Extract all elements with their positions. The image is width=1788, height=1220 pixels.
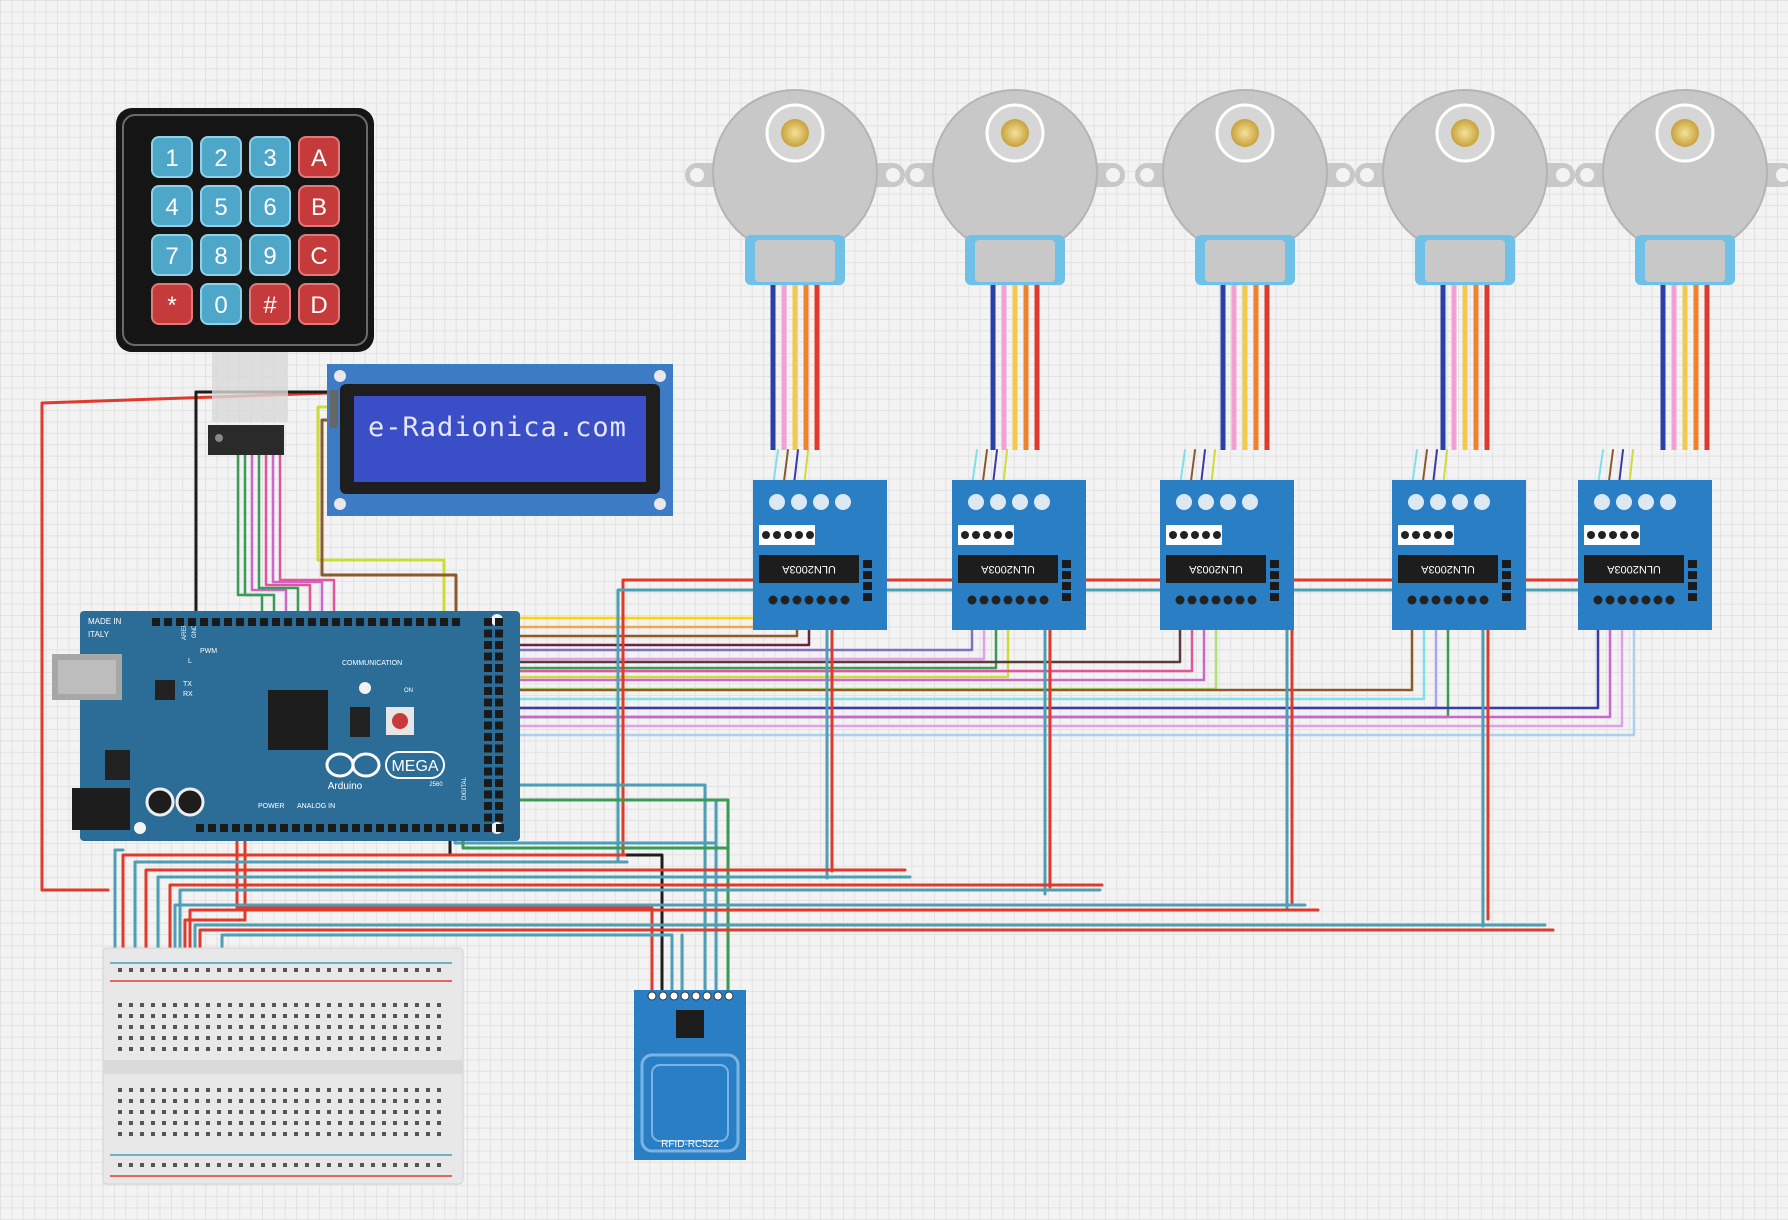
keypad-key-label: #: [263, 292, 277, 319]
uln2003-chip-label: ULN2003A: [1188, 563, 1242, 575]
keypad-key-3[interactable]: 3: [249, 136, 291, 178]
keypad-key-label: *: [167, 292, 176, 319]
arduino-communication: COMMUNICATION: [342, 660, 402, 667]
keypad-key-6[interactable]: 6: [249, 185, 291, 227]
arduino-aref: AREF: [182, 624, 188, 640]
arduino-rx: RX: [183, 691, 193, 698]
keypad-ribbon: [236, 453, 336, 624]
keypad-key-B[interactable]: B: [298, 185, 340, 227]
wire-yellow-lcd-sda[interactable]: [316, 405, 446, 624]
keypad-key-label: A: [311, 145, 327, 172]
keypad-key-label: 6: [263, 194, 276, 221]
arduino-tx: TX: [183, 681, 192, 688]
keypad-key-label: 9: [263, 243, 276, 270]
arduino-mega: MEGA 2560 Arduino MADE IN ITALY TX RX L …: [52, 611, 520, 841]
arduino-pwm: PWM: [200, 648, 217, 655]
arduino-made-in: MADE IN: [88, 617, 122, 626]
stepper-motor-1: [685, 89, 905, 450]
keypad-key-label: 8: [214, 243, 227, 270]
arduino-l: L: [188, 658, 192, 665]
arduino-header-pins: [152, 618, 504, 832]
rfid-rc522: RFID-RC522: [634, 990, 746, 1160]
arduino-digital: DIGITAL: [462, 776, 468, 800]
uln2003-chip-label: ULN2003A: [1606, 563, 1660, 575]
keypad-key-label: 7: [165, 243, 178, 270]
breadboard: [102, 947, 464, 1185]
uln2003-chip-label: ULN2003A: [781, 563, 835, 575]
breadboard-feed-wires: [113, 828, 1555, 960]
keypad-key-label: 4: [165, 194, 178, 221]
uln2003-chip-label: ULN2003A: [980, 563, 1034, 575]
stepper-motor-5: [1575, 89, 1788, 450]
rfid-label: RFID-RC522: [661, 1139, 719, 1150]
keypad-key-9[interactable]: 9: [249, 234, 291, 276]
lcd-text: e-Radionica.com: [368, 412, 627, 443]
arduino-logo: [325, 752, 381, 778]
arduino-model: MEGA: [391, 758, 438, 775]
keypad-key-label: 0: [214, 292, 227, 319]
keypad-key-label: 1: [165, 145, 178, 172]
keypad-key-#[interactable]: #: [249, 283, 291, 325]
arduino-on: ON: [404, 688, 413, 694]
keypad-key-0[interactable]: 0: [200, 283, 242, 325]
keypad-key-A[interactable]: A: [298, 136, 340, 178]
keypad-key-C[interactable]: C: [298, 234, 340, 276]
keypad-key-D[interactable]: D: [298, 283, 340, 325]
stepper-motors: [685, 89, 1788, 450]
arduino-brand: Arduino: [328, 781, 363, 792]
keypad-connector: [208, 425, 284, 455]
uln2003-driver-3: ULN2003A: [1160, 480, 1294, 630]
keypad-key-1[interactable]: 1: [151, 136, 193, 178]
keypad-4x4: 1 2 3 A 4 5 6 B 7 8 9 C * 0 # D: [116, 108, 374, 422]
uln2003-driver-5: ULN2003A: [1578, 480, 1712, 630]
keypad-key-7[interactable]: 7: [151, 234, 193, 276]
keypad-key-label: D: [310, 292, 327, 319]
keypad-key-label: 2: [214, 145, 227, 172]
uln2003-driver-4: ULN2003A: [1392, 480, 1526, 630]
arduino-analog-in: ANALOG IN: [297, 803, 335, 810]
arduino-power: POWER: [258, 803, 284, 810]
uln2003-drivers: ULN2003A ULN2003A ULN2003A ULN2003A ULN2003A: [753, 480, 1712, 630]
keypad-key-4[interactable]: 4: [151, 185, 193, 227]
driver-power-wires: [616, 578, 1698, 928]
keypad-key-*[interactable]: *: [151, 283, 193, 325]
stepper-motor-2: [905, 89, 1125, 450]
arduino-gnd: GND: [192, 624, 198, 638]
wire-rfid-4[interactable]: [493, 798, 730, 997]
keypad-key-label: C: [310, 243, 327, 270]
lcd-display: e-Radionica.com: [327, 364, 673, 516]
uln2003-chip-label: ULN2003A: [1420, 563, 1474, 575]
wire-red-lcd-to-board[interactable]: [40, 391, 332, 892]
arduino-country: ITALY: [88, 630, 110, 639]
wire-rfid-teal[interactable]: [220, 933, 674, 997]
uln2003-driver-2: ULN2003A: [952, 480, 1086, 630]
keypad-key-5[interactable]: 5: [200, 185, 242, 227]
stepper-motor-3: [1135, 89, 1355, 450]
arduino-model-sub: 2560: [429, 782, 443, 788]
keypad-key-label: B: [311, 194, 327, 221]
keypad-key-label: 5: [214, 194, 227, 221]
wire-brown-lcd-scl[interactable]: [320, 418, 458, 624]
keypad-key-2[interactable]: 2: [200, 136, 242, 178]
keypad-key-8[interactable]: 8: [200, 234, 242, 276]
stepper-motor-4: [1355, 89, 1575, 450]
uln2003-driver-1: ULN2003A: [753, 480, 887, 630]
keypad-key-label: 3: [263, 145, 276, 172]
